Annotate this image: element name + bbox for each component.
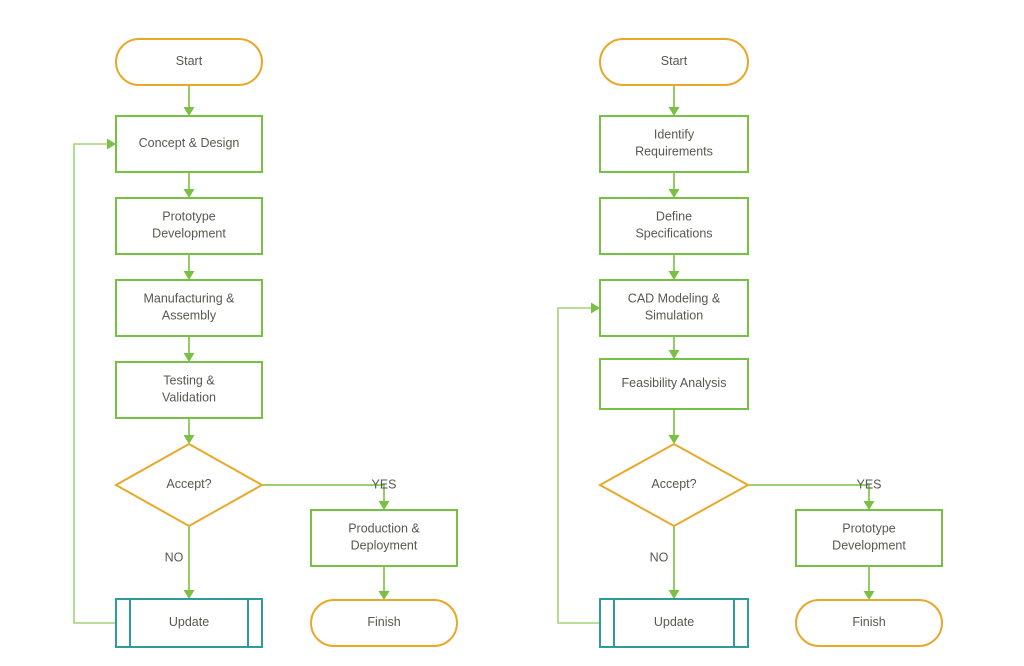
node-production-and-deployment[interactable]: Production &Deployment [310,509,458,567]
process-shape [599,279,749,337]
arrow-head [183,271,195,280]
process-shape [115,115,263,173]
arrow-head [668,590,680,599]
process-shape [795,509,943,567]
decision-shape [597,442,751,528]
terminal-shape [599,38,749,86]
node-concept-and-design[interactable]: Concept & Design [115,115,263,173]
arrow-head [183,189,195,198]
edge-identify-requirements-to-define-specifications [668,172,680,198]
process-shape [599,358,749,410]
edge-prototype-development-to-finish [863,566,875,600]
edge-update-to-cad-modeling-and-simulation [557,302,600,624]
arrow-head [668,350,680,359]
process-shape [599,197,749,255]
decision-shape [113,442,265,528]
node-finish[interactable]: Finish [310,599,458,647]
node-start[interactable]: Start [115,38,263,86]
edge-label-no: NO [165,550,184,564]
edge-manufacturing-and-assembly-to-testing-and-validation [183,336,195,362]
edge-concept-and-design-to-prototype-development [183,172,195,198]
arrow-head [183,107,195,116]
arrow-head [591,302,600,314]
connector-loop-line [557,307,600,624]
node-manufacturing-and-assembly[interactable]: Manufacturing &Assembly [115,279,263,337]
node-feasibility-analysis[interactable]: Feasibility Analysis [599,358,749,410]
connector-line [262,484,385,503]
node-update[interactable]: Update [599,598,749,648]
edge-accept-to-production-and-deployment: YES [262,477,397,510]
terminal-shape [795,599,943,647]
arrow-head [668,271,680,280]
process-shape [115,279,263,337]
node-accept[interactable]: Accept? [597,442,751,528]
predefined-shape [115,598,263,648]
arrow-head [863,591,875,600]
process-shape [115,197,263,255]
node-finish[interactable]: Finish [795,599,943,647]
terminal-shape [115,38,263,86]
edge-cad-modeling-and-simulation-to-feasibility-analysis [668,336,680,359]
edge-feasibility-analysis-to-accept [668,409,680,444]
arrow-head [668,189,680,198]
arrow-head [378,591,390,600]
arrow-head [183,590,195,599]
process-shape [599,115,749,173]
edge-start-to-identify-requirements [668,85,680,116]
edge-accept-to-update: NO [650,526,680,599]
edge-production-and-deployment-to-finish [378,566,390,600]
arrow-head [183,353,195,362]
node-accept[interactable]: Accept? [113,442,265,528]
edge-label-no: NO [650,550,669,564]
edge-define-specifications-to-cad-modeling-and-simulation [668,254,680,280]
arrow-head [668,435,680,444]
connector-line [748,484,870,503]
process-shape [115,361,263,419]
connector-loop-line [73,143,116,624]
edge-accept-to-update: NO [165,526,195,599]
node-start[interactable]: Start [599,38,749,86]
node-cad-modeling-and-simulation[interactable]: CAD Modeling &Simulation [599,279,749,337]
arrow-head [863,501,875,510]
process-shape [310,509,458,567]
predefined-shape [599,598,749,648]
edge-accept-to-prototype-development: YES [748,477,882,510]
node-testing-and-validation[interactable]: Testing &Validation [115,361,263,419]
edge-start-to-concept-and-design [183,85,195,116]
arrow-head [183,435,195,444]
arrow-head [668,107,680,116]
arrow-head [107,138,116,150]
arrow-head [378,501,390,510]
node-update[interactable]: Update [115,598,263,648]
terminal-shape [310,599,458,647]
edge-update-to-concept-and-design [73,138,116,624]
edge-testing-and-validation-to-accept [183,418,195,444]
edge-prototype-development-to-manufacturing-and-assembly [183,254,195,280]
